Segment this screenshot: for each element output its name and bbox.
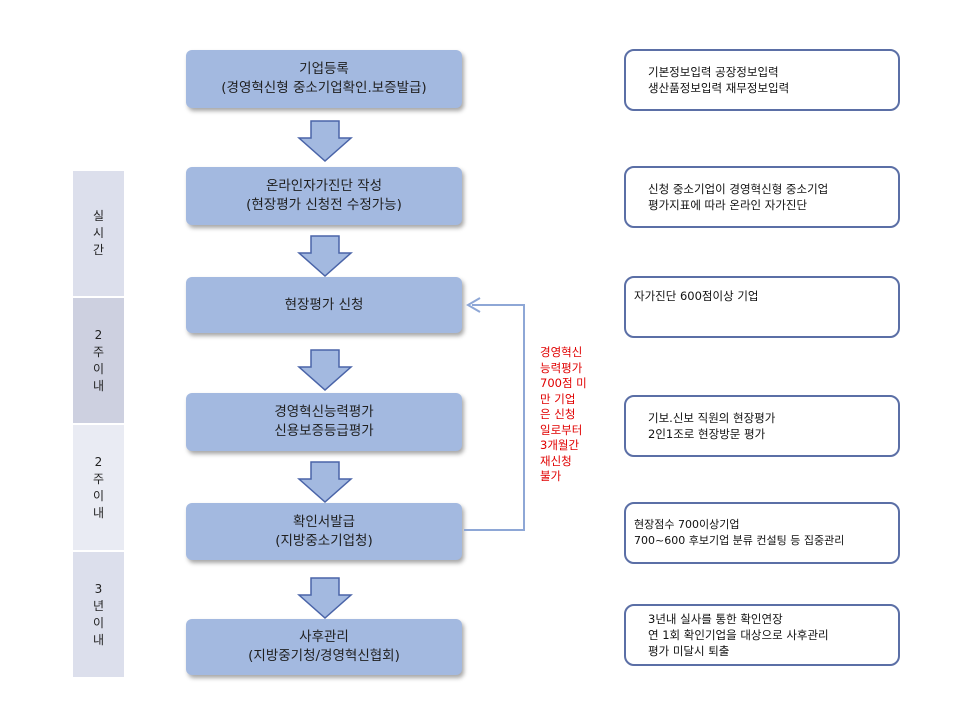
desc-line: 생산품정보입력 재무정보입력 [648, 81, 790, 95]
timeline-char: 년 [92, 598, 105, 613]
timeline-char: 3 [94, 581, 103, 596]
down-arrow-icon [297, 577, 353, 619]
note-line: 3개월간 [540, 438, 580, 452]
desc-line: 3년내 실사를 통한 확인연장 [648, 612, 783, 626]
desc-follow-up: 3년내 실사를 통한 확인연장 연 1회 확인기업을 대상으로 사후관리 평가 … [624, 604, 900, 666]
timeline-char: 이 [92, 488, 105, 503]
step-follow-up-management: 사후관리 (지방중기청/경영혁신협회) [186, 619, 462, 675]
step-title: 현장평가 신청 [284, 296, 364, 313]
desc-line: 현장점수 700이상기업 [634, 518, 740, 531]
feedback-note: 경영혁신 능력평가 700점 미 만 기업 은 신청 일로부터 3개월간 재신청… [540, 345, 610, 485]
step-online-self-diagnosis: 온라인자가진단 작성 (현장평가 신청전 수정가능) [186, 167, 462, 225]
timeline-three-years: 3 년 이 내 [73, 552, 124, 677]
desc-self-diagnosis: 신청 중소기업이 경영혁신형 중소기업 평가지표에 따라 온라인 자가진단 [624, 166, 900, 228]
step-capability-evaluation: 경영혁신능력평가 신용보증등급평가 [186, 393, 462, 451]
step-subtitle: (지방중소기업청) [275, 532, 373, 549]
desc-line: 신청 중소기업이 경영혁신형 중소기업 [648, 182, 829, 196]
desc-line: 700~600 후보기업 분류 컨설팅 등 집중관리 [634, 534, 845, 547]
desc-line: 자가진단 600점이상 기업 [634, 289, 759, 303]
step-subtitle: 신용보증등급평가 [274, 423, 374, 439]
down-arrow-icon [297, 235, 353, 277]
step-subtitle: (현장평가 신청전 수정가능) [246, 197, 402, 213]
note-line: 은 신청 [540, 407, 576, 421]
note-line: 일로부터 [540, 422, 583, 437]
desc-certificate: 현장점수 700이상기업 700~600 후보기업 분류 컨설팅 등 집중관리 [624, 502, 900, 564]
step-title: 사후관리 [299, 629, 349, 645]
down-arrow-icon [297, 120, 353, 162]
down-arrow-icon [297, 461, 353, 503]
timeline-char: 내 [92, 378, 105, 393]
timeline-char: 2 [94, 454, 103, 469]
desc-line: 2인1조로 현장방문 평가 [648, 427, 766, 441]
timeline-realtime: 실 시 간 [73, 171, 124, 296]
note-line: 700점 미 [540, 376, 587, 390]
step-certificate-issuance: 확인서발급 (지방중소기업청) [186, 503, 462, 560]
timeline-char: 간 [92, 243, 105, 257]
step-subtitle: (지방중기청/경영혁신협회) [248, 648, 400, 664]
desc-onsite-application: 자가진단 600점이상 기업 [624, 276, 900, 338]
timeline-char: 주 [92, 471, 105, 486]
desc-line: 연 1회 확인기업을 대상으로 사후관리 [648, 628, 829, 642]
step-subtitle: (경영혁신형 중소기업확인.보증발급) [221, 80, 427, 96]
timeline-char: 2 [94, 327, 103, 342]
desc-capability-evaluation: 기보.신보 직원의 현장평가 2인1조로 현장방문 평가 [624, 395, 900, 457]
down-arrow-icon [297, 349, 353, 391]
timeline-char: 이 [92, 615, 105, 630]
note-line: 재신청 [540, 453, 572, 468]
desc-registration: 기본정보입력 공장정보입력 생산품정보입력 재무정보입력 [624, 49, 900, 111]
note-line: 만 기업 [540, 391, 576, 406]
note-line: 불가 [540, 469, 562, 483]
timeline-two-weeks-1: 2 주 이 내 [73, 298, 124, 423]
step-title: 온라인자가진단 작성 [265, 178, 383, 194]
timeline-char: 이 [92, 361, 105, 376]
timeline-char: 내 [92, 632, 105, 647]
note-line: 능력평가 [540, 360, 583, 375]
desc-line: 기보.신보 직원의 현장평가 [648, 411, 776, 425]
timeline-char: 시 [92, 226, 105, 240]
step-title: 확인서발급 [292, 513, 356, 530]
step-title: 기업등록 [299, 61, 349, 77]
desc-line: 평가지표에 따라 온라인 자가진단 [648, 198, 808, 212]
step-company-registration: 기업등록 (경영혁신형 중소기업확인.보증발급) [186, 50, 462, 108]
note-line: 경영혁신 [540, 345, 583, 359]
timeline-two-weeks-2: 2 주 이 내 [73, 425, 124, 550]
desc-line: 평가 미달시 퇴출 [648, 644, 730, 658]
timeline-char: 실 [92, 209, 105, 223]
step-title: 경영혁신능력평가 [274, 404, 374, 420]
desc-line: 기본정보입력 공장정보입력 [648, 65, 779, 79]
step-onsite-evaluation-application: 현장평가 신청 [186, 277, 462, 333]
timeline-char: 주 [92, 344, 105, 359]
timeline-char: 내 [92, 505, 105, 520]
